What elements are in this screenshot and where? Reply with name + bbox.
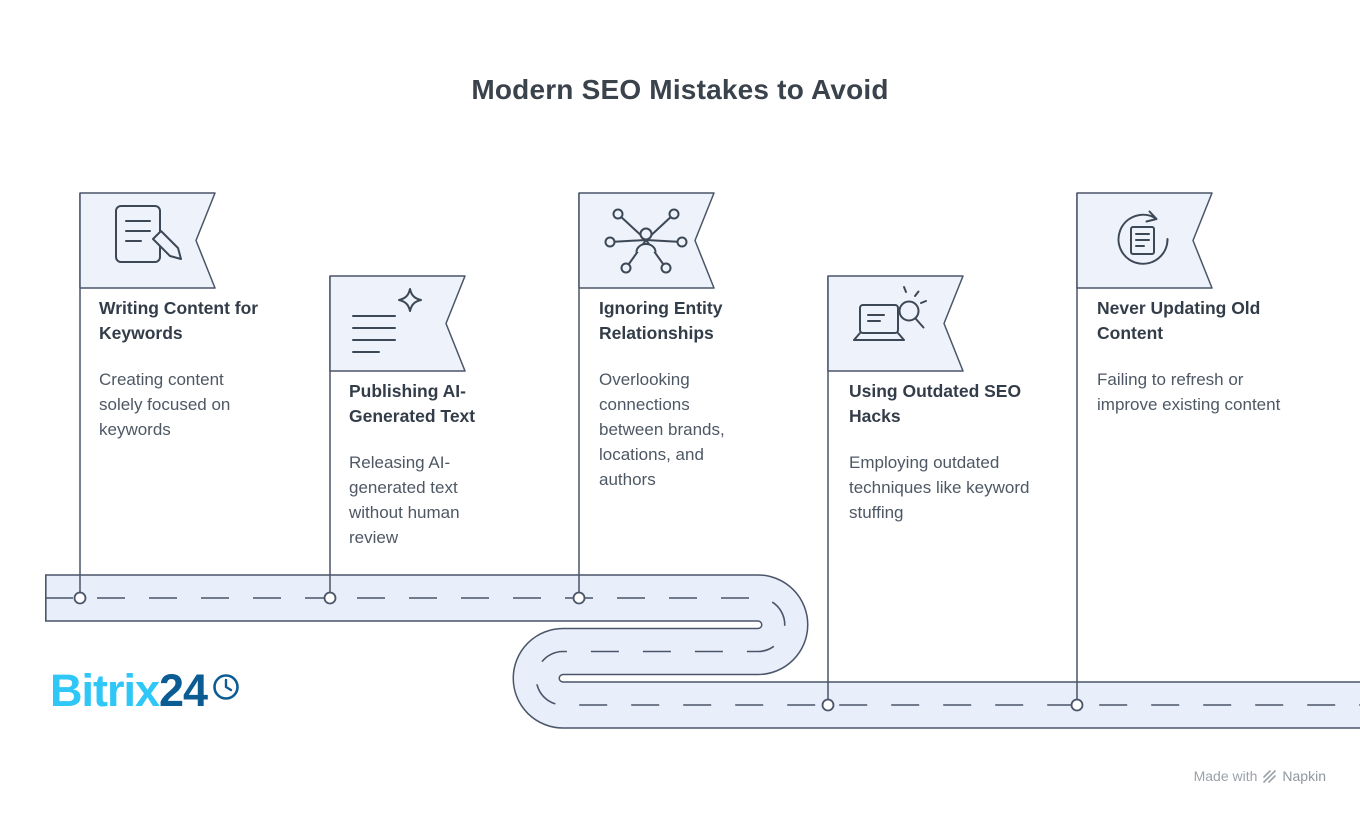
milestone-title-1: Writing Content for Keywords	[99, 298, 259, 343]
milestone-description-2: Releasing AI-generated text without huma…	[349, 453, 460, 547]
laptop-search-icon	[853, 286, 927, 341]
bitrix24-logo-number: 24	[159, 665, 208, 716]
milestone-node-5	[1070, 698, 1084, 712]
milestone-node-4	[821, 698, 835, 712]
milestone-description-1: Creating content solely focused on keywo…	[99, 370, 231, 439]
milestone-node-1	[73, 591, 87, 605]
napkin-brand-label: Napkin	[1282, 768, 1326, 784]
milestone-nodes	[73, 591, 1084, 712]
clock-icon	[213, 673, 239, 700]
napkin-attribution: Made with Napkin	[1194, 768, 1326, 784]
milestone-text-4: Using Outdated SEO Hacks Employing outda…	[849, 379, 1049, 525]
milestone-description-3: Overlooking connections between brands, …	[599, 370, 725, 489]
milestone-text-1: Writing Content for Keywords Creating co…	[99, 296, 289, 442]
napkin-mark-icon	[1263, 769, 1277, 783]
milestone-title-4: Using Outdated SEO Hacks	[849, 381, 1022, 426]
flag-banner	[79, 192, 216, 289]
road	[45, 574, 1360, 729]
milestone-description-5: Failing to refresh or improve existing c…	[1097, 370, 1281, 414]
flag-banner	[827, 275, 964, 372]
milestone-description-4: Employing outdated techniques like keywo…	[849, 453, 1030, 522]
milestone-title-2: Publishing AI-Generated Text	[349, 381, 476, 426]
flag-banner	[329, 275, 466, 372]
milestone-flag-3	[578, 192, 715, 289]
milestone-text-3: Ignoring Entity Relationships Overlookin…	[599, 296, 759, 492]
road-center-dashes	[45, 597, 1360, 706]
ai-text-sparkle-icon	[352, 288, 422, 353]
milestone-flag-4	[827, 275, 964, 372]
milestone-text-5: Never Updating Old Content Failing to re…	[1097, 296, 1292, 417]
milestone-text-2: Publishing AI-Generated Text Releasing A…	[349, 379, 504, 550]
made-with-label: Made with	[1193, 768, 1258, 784]
milestone-node-2	[323, 591, 337, 605]
refresh-document-icon	[1117, 210, 1169, 265]
milestone-title-3: Ignoring Entity Relationships	[599, 298, 723, 343]
milestone-flag-1	[79, 192, 216, 289]
bitrix24-logo-brand: Bitrix	[50, 665, 160, 716]
milestone-title-5: Never Updating Old Content	[1097, 298, 1261, 343]
page-title: Modern SEO Mistakes to Avoid	[471, 74, 889, 105]
milestone-flag-5	[1076, 192, 1213, 289]
document-pencil-icon	[115, 205, 182, 263]
entity-network-icon	[604, 208, 688, 274]
milestone-node-3	[572, 591, 586, 605]
milestone-flag-2	[329, 275, 466, 372]
